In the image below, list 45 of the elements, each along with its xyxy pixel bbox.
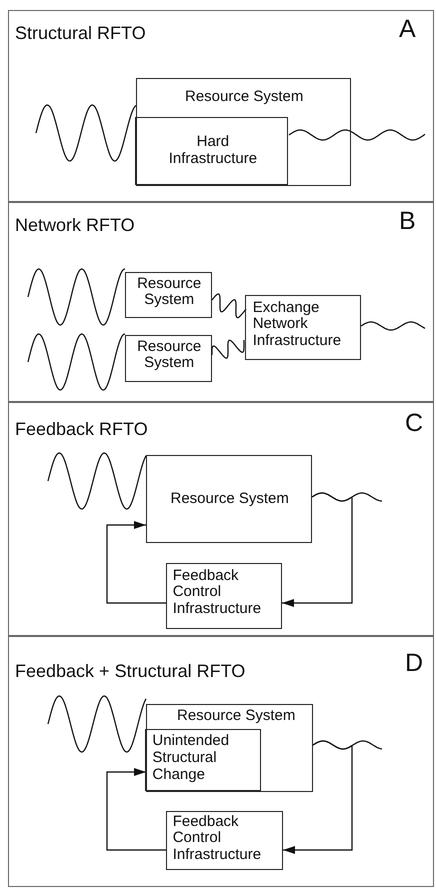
box-label: Resource System [170, 490, 290, 508]
box-label: Resource System [136, 338, 202, 372]
panel-letter: B [399, 207, 417, 235]
system-box [124, 334, 212, 382]
system-box [244, 294, 361, 360]
panel-title: Structural RFTO [15, 23, 147, 44]
panel-frame [8, 202, 434, 402]
wave-line [212, 293, 247, 318]
panel-letter: D [405, 649, 424, 677]
wave-line [35, 104, 136, 162]
panel-title: Network RFTO [15, 215, 136, 236]
box-label: Unintended Structural Change [152, 733, 230, 784]
panel-letter: A [399, 15, 417, 43]
system-box [166, 810, 283, 870]
panel-letter: C [405, 409, 424, 437]
wave-line [360, 321, 426, 331]
box-label: Resource System [176, 708, 296, 724]
system-box [135, 117, 288, 186]
feedback-arrow [282, 492, 353, 607]
panel-frame [8, 402, 434, 636]
box-label: Resource System [136, 276, 202, 310]
panel-frame [8, 10, 434, 202]
system-box [136, 78, 351, 186]
system-box [146, 454, 312, 543]
system-box [124, 272, 212, 318]
wave-line [288, 129, 426, 141]
box-label: Feedback Control Infrastructure [172, 814, 262, 864]
system-box [145, 729, 262, 792]
box-label: Feedback Control Infrastructure [172, 568, 262, 618]
feedback-arrow [106, 521, 166, 604]
panel-title: Feedback RFTO [15, 419, 149, 440]
wave-line [47, 695, 147, 753]
box-label: Exchange Network Infrastructure [252, 300, 342, 350]
system-box [146, 704, 313, 792]
wave-line [27, 268, 126, 326]
box-label: Hard Infrastructure [168, 134, 258, 168]
system-box [166, 562, 282, 629]
panel-frame [8, 636, 434, 887]
wave-line [27, 333, 126, 391]
panel-title: Feedback + Structural RFTO [15, 661, 246, 682]
box-label: Resource System [184, 88, 304, 106]
feedback-arrow [283, 740, 353, 854]
wave-line [211, 340, 245, 359]
feedback-arrow [106, 768, 166, 851]
wave-line [47, 452, 147, 510]
